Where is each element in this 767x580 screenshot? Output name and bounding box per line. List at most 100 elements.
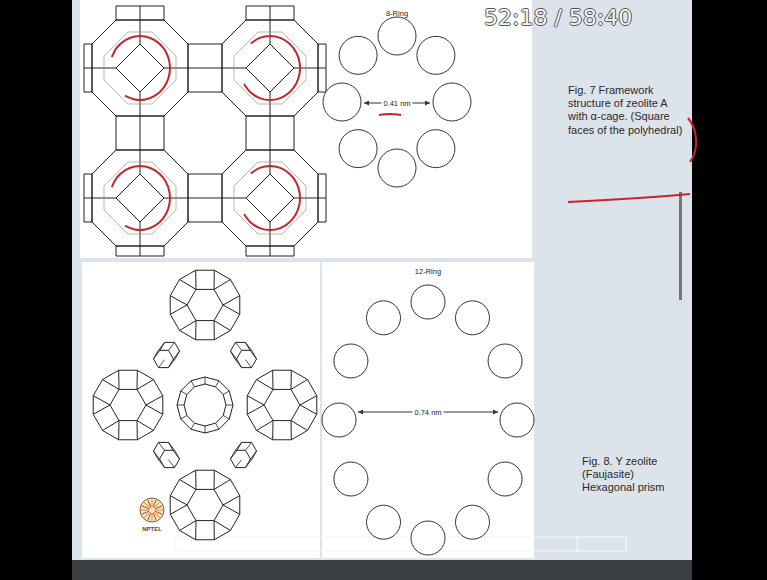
ring-title: 8-Ring (386, 9, 408, 18)
cage-edge (195, 321, 196, 340)
prism-edge (158, 460, 164, 468)
cage-back-edge (104, 32, 176, 104)
prism-edge (158, 360, 164, 368)
supercage-edge (216, 423, 220, 429)
cage-edge (272, 421, 273, 440)
cage-edge (195, 521, 196, 540)
cage-edge (118, 370, 119, 389)
prism-edge (245, 460, 251, 468)
prism-edge (245, 360, 251, 368)
cage-edge (291, 421, 307, 431)
prism-edge (250, 351, 256, 359)
oxygen-atom (323, 83, 361, 121)
oxygen-atom (334, 344, 368, 378)
cage-edge (257, 380, 273, 390)
double-4-ring-edge (318, 68, 326, 69)
cage-edge (146, 405, 163, 414)
figure-caption: Fig. 7 Framework structure of zeolite A … (568, 84, 686, 137)
prism-edge (158, 342, 164, 350)
cage-edge (180, 321, 196, 331)
cage-edge (223, 496, 240, 505)
cage-edge (223, 296, 240, 305)
cage-edge (180, 521, 196, 531)
supercage-window (184, 384, 226, 426)
zeolite-a-framework (84, 6, 326, 256)
supercage-edge (181, 416, 187, 420)
double-4-ring (84, 174, 92, 222)
oxygen-atom (488, 462, 522, 496)
hexagonal-face (187, 489, 223, 520)
annotation-circle (112, 36, 170, 100)
oxygen-atom (322, 403, 356, 437)
logo-spoke (155, 510, 163, 511)
double-4-ring (116, 116, 164, 150)
dimension-label: 0.41 nm (381, 99, 412, 108)
double-4-ring-edge (270, 6, 271, 20)
hexagonal-face (187, 289, 223, 320)
nptel-logo (140, 498, 164, 522)
oxygen-atom (500, 403, 534, 437)
figure-caption: Fig. 8. Y zeolite (Faujasite) Hexagonal … (582, 455, 684, 495)
cage-edge (118, 421, 119, 440)
prism-edge (235, 342, 241, 350)
supercage-edge (205, 426, 206, 433)
oxygen-atom (378, 149, 416, 187)
supercage-edge (223, 391, 229, 395)
logo-spoke (155, 506, 162, 509)
cage-edge (247, 396, 264, 405)
figure-panel (322, 262, 534, 558)
cage-edge (195, 470, 196, 489)
cage-edge (214, 470, 215, 489)
cage-edge (223, 505, 240, 514)
twelve-ring (322, 285, 534, 555)
prism-edge (235, 442, 241, 450)
annotation-circle (112, 166, 170, 230)
supercage-edge (205, 377, 206, 384)
supercage-window (177, 377, 233, 433)
annotation-circle (244, 36, 300, 100)
prism-edge (173, 451, 179, 459)
annotation-bracket (688, 118, 696, 162)
logo-spoke (152, 499, 153, 507)
edge-marker (679, 192, 682, 300)
prism-edge (235, 360, 241, 368)
supercage-edge (177, 405, 184, 406)
oxygen-atom (367, 505, 401, 539)
dimension-label: 0.74 nm (412, 408, 443, 417)
double-4-ring (84, 44, 92, 92)
square-face (246, 174, 294, 222)
annotation-circle (244, 166, 300, 230)
eight-ring (323, 17, 471, 187)
oxygen-atom (417, 36, 455, 74)
prism-edge (168, 360, 174, 368)
annotation-underline (379, 114, 401, 115)
square-face (116, 174, 164, 222)
cage-edge (170, 496, 187, 505)
progress-bar (176, 537, 626, 551)
oxygen-atom (339, 36, 377, 74)
oxygen-atom (417, 130, 455, 168)
cage-edge (170, 296, 187, 305)
cage-edge (214, 270, 215, 289)
cage-edge (214, 280, 230, 290)
logo-spoke (148, 500, 151, 507)
prism-edge (173, 351, 179, 359)
cage-edge (137, 370, 138, 389)
prism-edge (230, 451, 236, 459)
hexagonal-face (264, 389, 300, 420)
cage-edge (170, 305, 187, 314)
double-4-ring-edge (140, 246, 141, 256)
cage-edge (214, 321, 230, 331)
double-4-ring-edge (188, 198, 222, 199)
cage-edge (93, 405, 110, 414)
video-timestamp: 52:18 / 58:40 (484, 5, 632, 31)
cage-edge (300, 405, 317, 414)
cage-edge (257, 421, 273, 431)
prism-edge (245, 342, 251, 350)
cage-edge (137, 421, 153, 431)
oxygen-atom (433, 83, 471, 121)
player-strip (72, 560, 692, 580)
double-4-ring-edge (84, 68, 92, 69)
